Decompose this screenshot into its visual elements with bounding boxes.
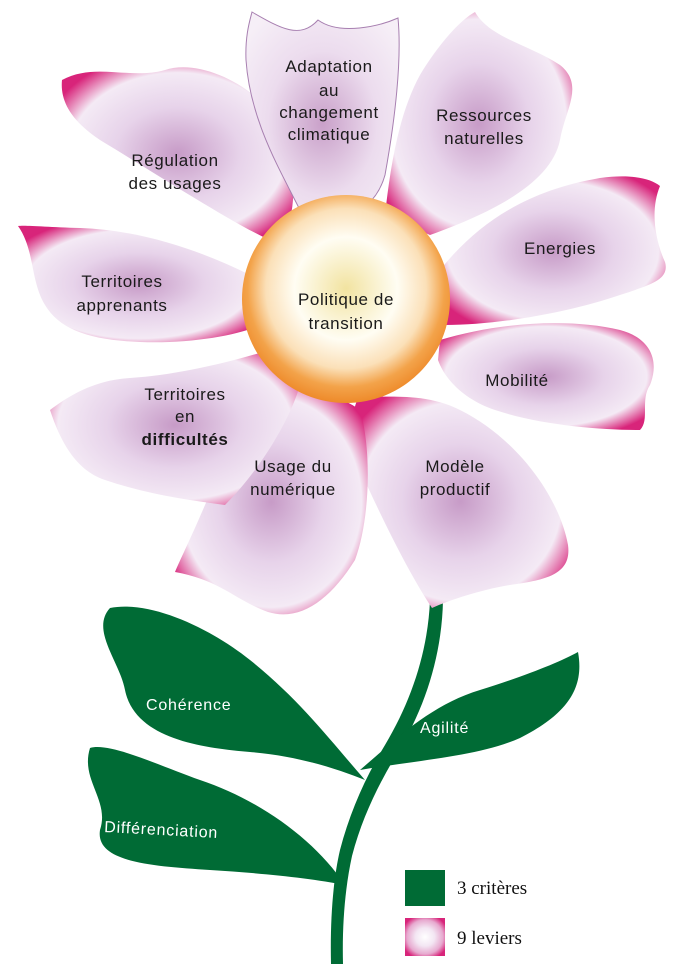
legend-label-levers: 9 leviers [457,928,522,949]
petal-label-difficultes-l1: Territoires [144,385,225,404]
petal-label-mobilite: Mobilité [485,371,548,390]
petal-energies [440,176,666,325]
center-label-line2: transition [309,314,384,333]
leaf-label-agilite: Agilité [420,720,469,737]
petal-label-regulation-l1: Régulation [131,151,218,170]
petal-label-energies: Energies [524,239,596,258]
petal-label-numerique: Usage du numérique [250,457,336,499]
petal-label-difficultes-l2: en [175,407,195,426]
leaf-label-differenciation: Différenciation [104,819,219,842]
legend-label-criteria: 3 critères [457,878,527,899]
petal-adaptation [245,11,400,216]
petal-label-difficultes: Territoires en difficultés [142,385,229,449]
petal-apprenants [18,225,260,343]
leaf-agilite [360,652,580,770]
petal-label-adaptation-l3: changement [279,103,379,122]
petal-label-adaptation-l1: Adaptation [285,57,372,76]
petal-label-modele-l1: Modèle [425,457,484,476]
legend-swatch-levers [405,918,445,956]
petal-label-modele: Modèle productif [420,457,491,499]
petal-label-ressources-l2: naturelles [444,129,524,148]
petal-label-numerique-l2: numérique [250,480,336,499]
petal-label-regulation-l2: des usages [129,174,222,193]
leaf-coherence [103,606,365,780]
legend: 3 critères 9 leviers [405,870,527,956]
petal-modele [352,395,569,608]
petal-label-numerique-l1: Usage du [254,457,332,476]
petal-label-adaptation-l2: au [319,81,339,100]
center-disc [242,195,450,403]
petal-label-modele-l2: productif [420,480,491,499]
petal-label-apprenants: Territoires apprenants [76,272,167,315]
petal-label-apprenants-l1: Territoires [81,272,162,291]
leaf-differenciation [87,747,346,885]
petal-mobilite [438,323,654,430]
petal-ressources [385,12,573,235]
legend-swatch-criteria [405,870,445,906]
petal-label-apprenants-l2: apprenants [76,296,167,315]
petal-label-ressources: Ressources naturelles [436,106,532,148]
leaf-label-coherence: Cohérence [146,697,231,714]
petal-label-regulation: Régulation des usages [129,151,222,193]
petal-label-adaptation-l4: climatique [288,125,371,144]
petal-label-energies-l1: Energies [524,239,596,258]
petal-difficultes [50,345,300,505]
stem [330,600,443,964]
petal-numerique [175,389,368,615]
petal-label-adaptation: Adaptation au changement climatique [279,57,379,144]
petal-label-mobilite-l1: Mobilité [485,371,548,390]
center-label-line1: Politique de [298,290,394,309]
petal-group [18,11,666,615]
petal-label-difficultes-l3: difficultés [142,430,229,449]
petal-regulation [61,67,294,240]
petal-label-ressources-l1: Ressources [436,106,532,125]
